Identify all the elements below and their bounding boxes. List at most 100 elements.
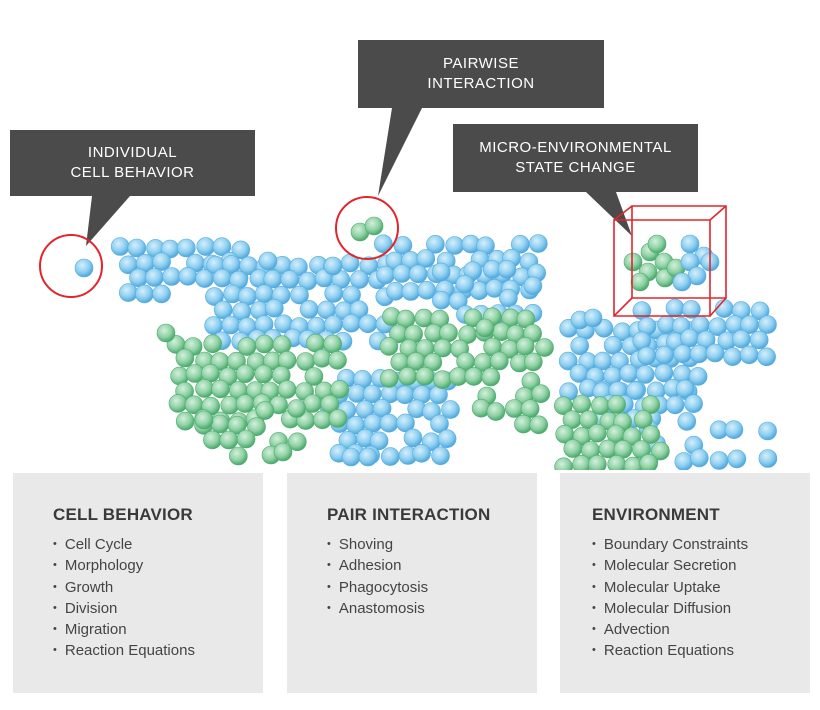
panel-title: ENVIRONMENT (592, 505, 720, 524)
cell (607, 455, 626, 470)
cell (341, 313, 361, 333)
cell (415, 366, 435, 386)
cell (486, 402, 506, 421)
cell (489, 351, 509, 371)
cell (379, 369, 399, 388)
cell (423, 352, 443, 372)
cell (110, 237, 130, 256)
panel-list: Shoving Adhesion Phagocytosis Anastomosi… (327, 535, 537, 620)
cell (431, 290, 451, 310)
cell (412, 443, 431, 463)
cell (749, 330, 769, 350)
cell (570, 336, 590, 356)
cell (231, 240, 251, 260)
cell (258, 251, 278, 271)
cell (227, 415, 247, 435)
cell (152, 252, 171, 271)
cell (277, 380, 297, 399)
cell (229, 446, 248, 466)
cell (680, 328, 699, 348)
cell (504, 399, 524, 418)
panel-cell-behavior: CELL BEHAVIOR Cell Cycle Morphology Grow… (13, 473, 263, 693)
cell (431, 446, 450, 466)
list-item: Division (53, 599, 263, 620)
cell (379, 337, 399, 356)
cell (651, 441, 670, 461)
cell (739, 345, 759, 365)
cell (588, 454, 607, 470)
cell (221, 315, 241, 335)
cell (178, 266, 198, 286)
cell (273, 442, 293, 462)
cell (731, 329, 751, 349)
callout-line: CELL BEHAVIOR (70, 164, 195, 181)
cell (647, 234, 667, 254)
list-item: Anastomosis (327, 599, 537, 620)
cell (403, 428, 423, 448)
cell (290, 285, 309, 305)
panel-title: CELL BEHAVIOR (53, 505, 193, 524)
callout-line: INTERACTION (427, 75, 535, 92)
panel-environment: ENVIRONMENT Boundary Constraints Molecul… (560, 473, 810, 693)
list-item: Boundary Constraints (592, 535, 810, 556)
cell (280, 270, 300, 289)
cell (673, 344, 693, 364)
cell (499, 288, 518, 308)
cell (639, 454, 658, 470)
cell (272, 335, 292, 355)
cell (287, 432, 307, 452)
cell (358, 447, 378, 467)
cell (303, 394, 322, 413)
cell (675, 379, 695, 399)
cell (264, 298, 284, 318)
cell (392, 264, 412, 283)
cell (607, 395, 627, 414)
cell (328, 409, 348, 428)
cell (445, 236, 465, 255)
cell (563, 439, 583, 458)
callout-line: MICRO-ENVIRONMENTAL (479, 139, 672, 156)
cell (587, 423, 607, 443)
cell (523, 352, 543, 372)
cell (619, 364, 639, 383)
cell (408, 264, 428, 284)
cell (414, 308, 434, 328)
cell (723, 347, 742, 367)
cell (553, 396, 573, 416)
callout-micro-environmental-state-change: MICRO-ENVIRONMENTAL STATE CHANGE (453, 124, 698, 192)
cell (236, 429, 256, 449)
cell (603, 335, 623, 355)
list-item: Molecular Secretion (592, 556, 810, 577)
cell (417, 280, 437, 300)
cell (531, 384, 551, 404)
cell (641, 425, 661, 444)
cell (380, 447, 400, 466)
cell (255, 401, 275, 420)
cell (211, 379, 230, 399)
cell (152, 284, 171, 304)
cell (475, 318, 495, 338)
cell (430, 414, 449, 434)
callout-pointer-individual (86, 196, 130, 246)
cell (464, 367, 484, 386)
cell (247, 417, 266, 437)
cell (528, 234, 548, 253)
cell (535, 338, 554, 357)
cell (287, 399, 307, 418)
list-item: Adhesion (327, 556, 537, 577)
cell (641, 395, 661, 415)
cell (431, 262, 451, 282)
cell (709, 451, 729, 470)
cell (312, 348, 332, 368)
cell (684, 394, 703, 414)
callout-line: PAIRWISE (443, 55, 519, 72)
cell (219, 430, 239, 450)
cell (590, 396, 610, 416)
cell (665, 395, 685, 415)
cell (304, 367, 324, 386)
list-item: Growth (53, 578, 263, 599)
cell (398, 366, 417, 386)
cell (175, 411, 195, 431)
micro-environment-box (613, 205, 727, 317)
cell (195, 379, 214, 398)
